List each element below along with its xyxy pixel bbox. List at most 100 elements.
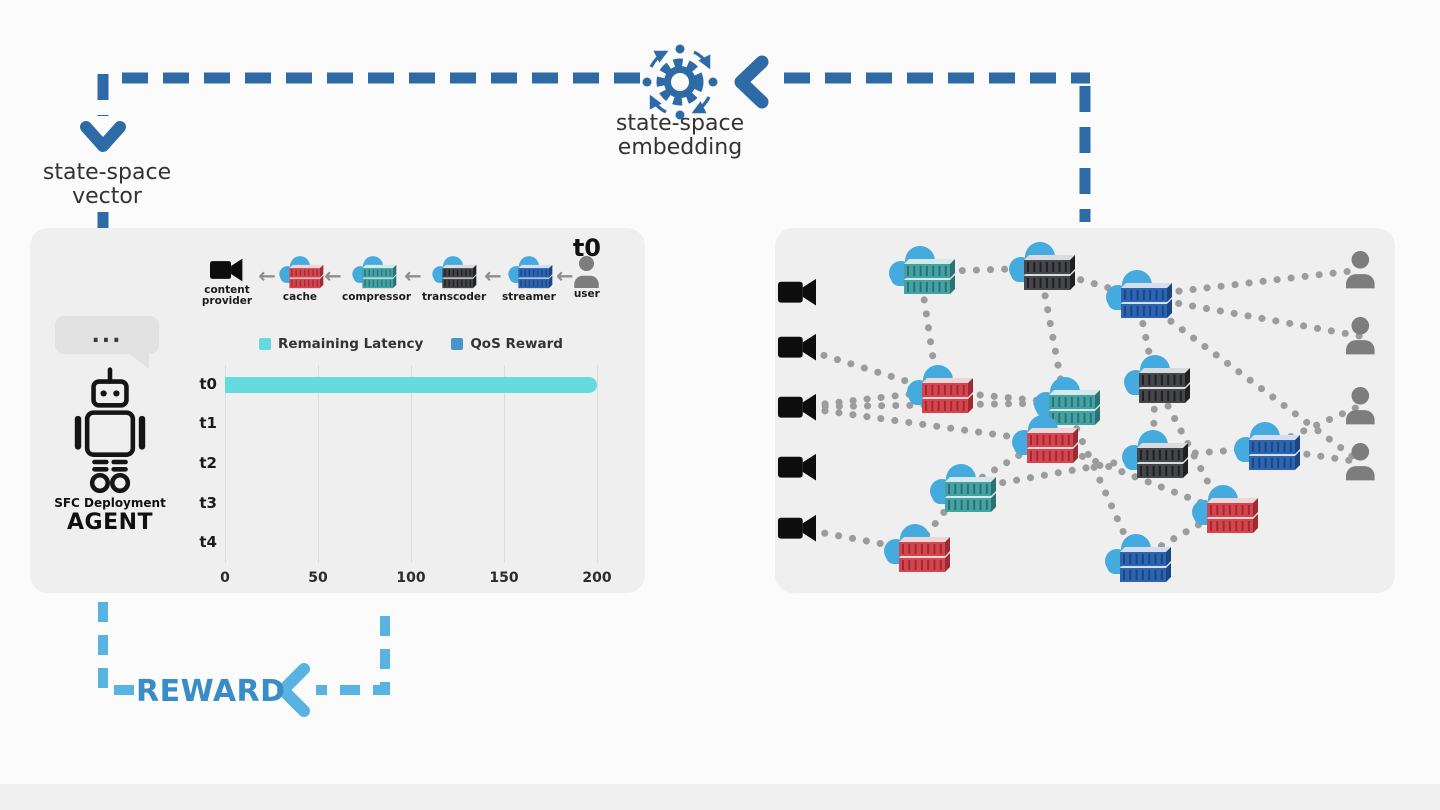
chain-arrow-icon: ← <box>404 264 422 288</box>
state-space-embedding-gear-icon <box>642 44 718 120</box>
legend-text: Remaining Latency <box>278 336 424 352</box>
chart-row-label-t3: t3 <box>199 493 217 512</box>
network-edge <box>1133 292 1364 466</box>
chain-label-streamer: streamer <box>501 291 556 303</box>
network-cloud-red-icon <box>884 524 950 572</box>
network-camera-icon <box>778 278 816 306</box>
network-edge <box>1149 444 1269 460</box>
chart-gridline <box>318 365 319 563</box>
vector-label-line2: vector <box>72 184 142 209</box>
arrowhead-down-icon <box>80 121 126 152</box>
network-cloud-red-icon <box>1012 415 1078 463</box>
network-cloud-dark-icon <box>1124 355 1190 403</box>
vector-label-line1: state-space <box>42 160 172 185</box>
network-camera-icon <box>778 333 816 361</box>
streamer-cloud-icon <box>508 256 553 289</box>
gear-orbit-dots <box>642 44 718 120</box>
chart-x-tick: 200 <box>582 570 612 586</box>
chain-node-streamer: streamer <box>502 256 556 303</box>
network-cloud-blue-icon <box>1106 270 1172 318</box>
bar-t0-remaining-latency <box>225 376 597 393</box>
reward-label: REWARD <box>136 674 286 709</box>
chain-arrow-icon: ← <box>556 264 574 288</box>
network-edge <box>1133 266 1364 300</box>
network-cloud-teal-icon <box>889 246 955 294</box>
cache-cloud-icon <box>279 256 324 289</box>
chart-row-label-t2: t2 <box>199 454 217 472</box>
chart-row-label-t4: t4 <box>199 533 217 552</box>
chain-arrow-icon: ← <box>258 264 276 288</box>
latency-chart <box>225 365 598 563</box>
chart-x-tick: 50 <box>308 570 328 586</box>
network-edge <box>957 452 1157 494</box>
network-camera-icon <box>778 514 816 542</box>
network-cloud-dark-icon <box>1122 430 1188 478</box>
network-edge <box>1061 399 1140 564</box>
chain-arrow-icon: ← <box>324 264 342 288</box>
agent-caption: SFC Deployment <box>54 496 166 510</box>
transcoder-cloud-icon <box>432 256 477 289</box>
user-icon <box>574 256 600 288</box>
chain-arrow-icon: ← <box>484 264 502 288</box>
chart-row-label-t0: t0 <box>199 374 217 393</box>
legend-swatch-icon <box>451 338 464 350</box>
network-edge <box>1151 377 1227 515</box>
arrowhead-left-icon <box>277 663 310 717</box>
embedding-label-line2: embedding <box>617 135 743 160</box>
chart-x-tick: 0 <box>220 570 230 586</box>
network-user-icon <box>1346 317 1375 355</box>
network-cloud-red-icon <box>907 365 973 413</box>
content-provider-camera-icon <box>210 258 243 282</box>
chart-gridline <box>225 365 226 563</box>
legend-item: QoS Reward <box>451 336 563 352</box>
network-cloud-teal-icon <box>930 464 996 512</box>
chart-legend: Remaining Latency QoS Reward <box>225 336 597 352</box>
network-edge <box>793 399 1069 411</box>
legend-swatch-icon <box>259 338 272 350</box>
network-cloud-teal-icon <box>1034 377 1100 425</box>
network-edge <box>793 343 942 395</box>
legend-item: Remaining Latency <box>259 336 423 352</box>
chain-node-compressor: compressor <box>341 256 412 303</box>
chart-gridline <box>411 365 412 563</box>
network-cloud-red-icon <box>1192 485 1258 533</box>
network-edge <box>793 387 942 411</box>
content-provider-icon <box>210 258 243 282</box>
network-cloud-blue-icon <box>1234 422 1300 470</box>
arrowhead-left-icon <box>734 55 769 109</box>
network-edge <box>1133 292 1364 340</box>
chain-node-user: user <box>574 256 600 300</box>
network-user-icon <box>1346 387 1375 425</box>
chain-user-icon <box>574 256 600 288</box>
chain-label-user: user <box>573 288 600 300</box>
network-edge <box>1039 437 1227 515</box>
streamer-icon <box>508 256 553 289</box>
chain-label-compressor: compressor <box>341 291 412 303</box>
legend-text: QoS Reward <box>470 336 563 352</box>
network-camera-icon <box>778 393 816 421</box>
network-topology <box>778 242 1375 582</box>
chart-x-tick: 150 <box>489 570 519 586</box>
cache-icon <box>279 256 324 289</box>
agent-speech-bubble: ... <box>55 316 159 354</box>
service-chain: content provider←cache←compressor←transc… <box>196 256 600 307</box>
bottom-band <box>0 784 1440 810</box>
chart-gridline <box>597 365 598 563</box>
network-to-embedding-arrow <box>734 55 1091 222</box>
robot-icon <box>74 367 146 494</box>
agent-block: SFC Deployment AGENT <box>48 366 172 535</box>
compressor-icon <box>352 256 397 289</box>
chart-row-label-t1: t1 <box>199 414 217 433</box>
chain-node-content-provider: content provider <box>196 256 258 307</box>
state-space-vector-label: state-space vector <box>17 161 197 209</box>
compressor-cloud-icon <box>352 256 397 289</box>
network-user-icon <box>1346 443 1375 481</box>
chart-x-tick: 100 <box>396 570 426 586</box>
chain-label-transcoder: transcoder <box>421 291 487 303</box>
chain-node-cache: cache <box>276 256 324 303</box>
transcoder-icon <box>432 256 477 289</box>
embedding-label-line1: state-space <box>615 111 745 136</box>
gear-cycle-arrows <box>649 50 711 114</box>
chain-label-content-provider: content provider <box>201 284 253 308</box>
